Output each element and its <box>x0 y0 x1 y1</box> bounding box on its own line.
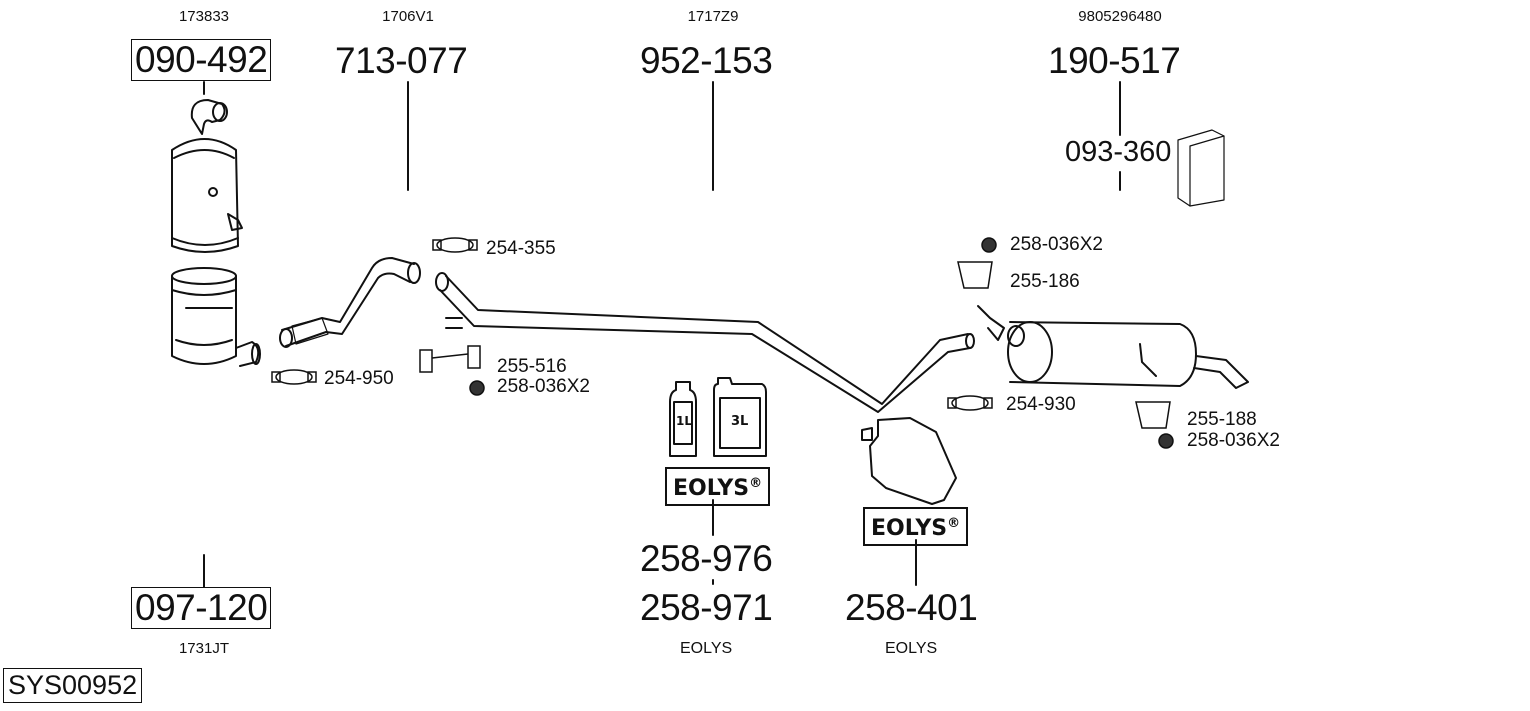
part-number-dpf-upper[interactable]: 090-492 <box>131 39 272 81</box>
bottle-label-1l: 1L <box>676 414 692 428</box>
mount-icon-255-516 <box>419 345 481 373</box>
oe-number-dpf-lower: 1731JT <box>178 640 230 657</box>
accessory-nut-258-036x2-rear[interactable]: 258-036X2 <box>1187 430 1280 451</box>
mount-icon-255-186 <box>957 261 993 289</box>
mounting-kit-box-drawing <box>1177 129 1225 207</box>
nut-icon-258-036x2-upper-rear <box>981 237 997 253</box>
part-number-middle-pipe[interactable]: 952-153 <box>640 40 773 81</box>
caption-eolys-fluid: EOLYS <box>680 640 733 657</box>
nut-icon-258-036x2-front <box>469 380 485 396</box>
dpf-lower-drawing <box>171 267 261 367</box>
accessory-mount-255-188[interactable]: 255-188 <box>1187 409 1257 430</box>
accessory-clamp-254-930[interactable]: 254-930 <box>1006 394 1076 415</box>
registered-mark: ® <box>749 476 763 491</box>
part-number-eolys-fluid-2[interactable]: 258-971 <box>640 587 773 628</box>
front-pipe-drawing <box>279 257 421 348</box>
part-number-front-pipe[interactable]: 713-077 <box>335 40 468 81</box>
middle-pipe-drawing <box>435 272 975 413</box>
registered-mark: ® <box>947 516 961 531</box>
system-id-label: SYS00952 <box>3 668 143 703</box>
caption-eolys-tank: EOLYS <box>885 640 938 657</box>
rear-silencer-drawing <box>977 305 1249 389</box>
part-number-dpf-lower[interactable]: 097-120 <box>131 587 272 629</box>
accessory-nut-258-036x2-front[interactable]: 258-036X2 <box>497 376 590 397</box>
accessory-clamp-254-355[interactable]: 254-355 <box>486 238 556 259</box>
bottle-label-3l: 3L <box>731 414 749 429</box>
oe-number-dpf-upper: 173833 <box>178 8 230 25</box>
part-number-rear-silencer[interactable]: 190-517 <box>1048 40 1181 81</box>
mount-icon-255-188 <box>1135 401 1171 429</box>
oe-number-front-pipe: 1706V1 <box>382 8 434 25</box>
eolys-bottles-drawing <box>669 377 767 457</box>
clamp-icon-254-355 <box>432 237 478 253</box>
eolys-tank-drawing <box>861 417 957 505</box>
eolys-brand-box-tank: EOLYS® <box>863 507 969 546</box>
clamp-icon-254-950 <box>271 369 317 385</box>
accessory-mount-255-516[interactable]: 255-516 <box>497 356 567 377</box>
eolys-brand-label: EOLYS <box>673 476 750 501</box>
accessory-clamp-254-950[interactable]: 254-950 <box>324 368 394 389</box>
oe-number-middle-pipe: 1717Z9 <box>687 8 739 25</box>
clamp-icon-254-930 <box>947 395 993 411</box>
dpf-upper-drawing <box>171 99 243 253</box>
part-number-mounting-kit[interactable]: 093-360 <box>1065 136 1172 168</box>
accessory-nut-258-036x2-upper-rear[interactable]: 258-036X2 <box>1010 234 1103 255</box>
nut-icon-258-036x2-rear <box>1158 433 1174 449</box>
eolys-brand-box-fluid: EOLYS® <box>665 467 771 506</box>
part-number-eolys-fluid-1[interactable]: 258-976 <box>640 538 773 579</box>
accessory-mount-255-186[interactable]: 255-186 <box>1010 271 1080 292</box>
eolys-brand-label: EOLYS <box>871 516 948 541</box>
oe-number-rear-silencer: 9805296480 <box>1078 8 1162 25</box>
part-number-eolys-tank[interactable]: 258-401 <box>845 587 978 628</box>
